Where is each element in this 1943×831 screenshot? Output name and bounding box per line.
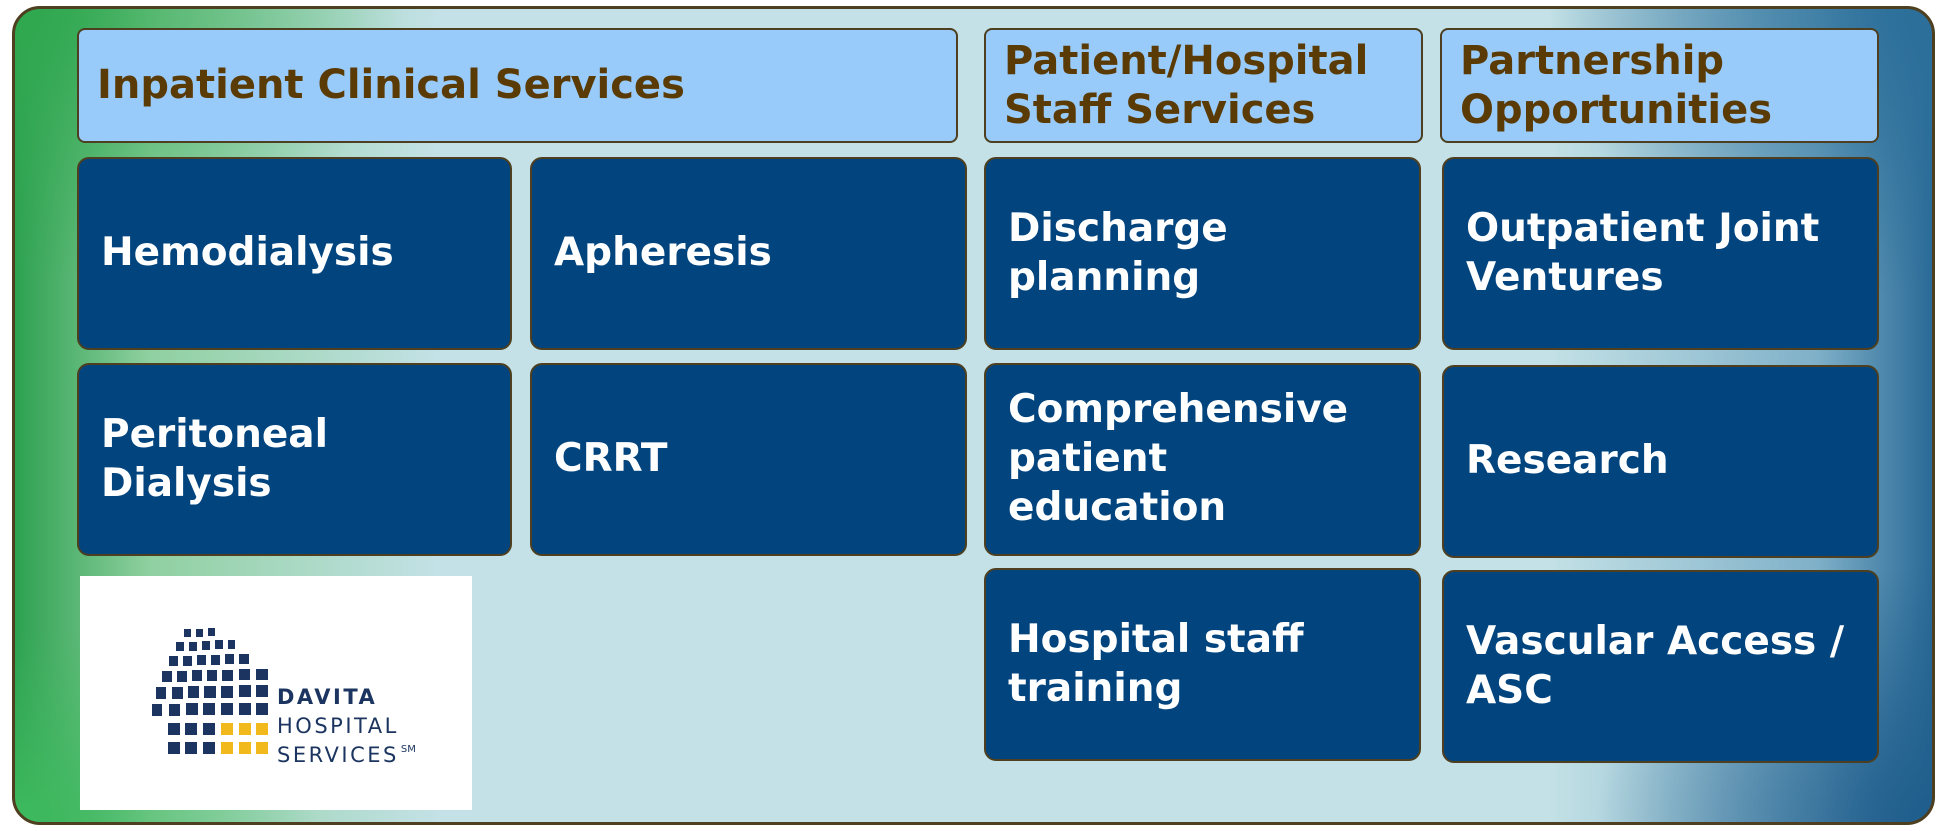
header-patient-hospital-staff-services: Patient/Hospital Staff Services (984, 28, 1423, 143)
box-hemodialysis: Hemodialysis (77, 157, 512, 350)
header-inpatient-clinical-services: Inpatient Clinical Services (77, 28, 958, 143)
logo-text-services: SERVICES (277, 743, 399, 767)
box-hospital-staff-training: Hospital staff training (984, 568, 1421, 761)
box-discharge-planning: Discharge planning (984, 157, 1421, 350)
box-research: Research (1442, 365, 1879, 558)
box-comprehensive-patient-education: Comprehensive patient education (984, 363, 1421, 556)
box-label: Peritoneal Dialysis (101, 411, 328, 506)
header-partnership-opportunities: Partnership Opportunities (1440, 28, 1879, 143)
logo-text-davita: DAVITA (277, 685, 378, 709)
header-patient-staff-label: Patient/Hospital Staff Services (1004, 37, 1369, 133)
box-label: CRRT (554, 436, 668, 482)
box-peritoneal-dialysis: Peritoneal Dialysis (77, 363, 512, 556)
logo-service-mark: SM (400, 744, 416, 755)
box-label: Discharge planning (1008, 205, 1228, 300)
box-crrt: CRRT (530, 363, 967, 556)
header-partnership-label: Partnership Opportunities (1460, 37, 1773, 133)
box-apheresis: Apheresis (530, 157, 967, 350)
header-inpatient-label: Inpatient Clinical Services (97, 62, 685, 109)
box-label: Vascular Access / ASC (1466, 618, 1845, 713)
davita-logo-mark (152, 628, 268, 754)
box-label: Hemodialysis (101, 230, 394, 276)
box-label: Outpatient Joint Ventures (1466, 205, 1820, 300)
box-label: Apheresis (554, 230, 772, 276)
logo-text-hospital: HOSPITAL (277, 714, 399, 738)
box-label: Hospital staff training (1008, 616, 1304, 711)
box-label: Comprehensive patient education (1008, 387, 1349, 530)
box-vascular-access-asc: Vascular Access / ASC (1442, 570, 1879, 763)
box-label: Research (1466, 438, 1669, 484)
box-outpatient-joint-ventures: Outpatient Joint Ventures (1442, 157, 1879, 350)
